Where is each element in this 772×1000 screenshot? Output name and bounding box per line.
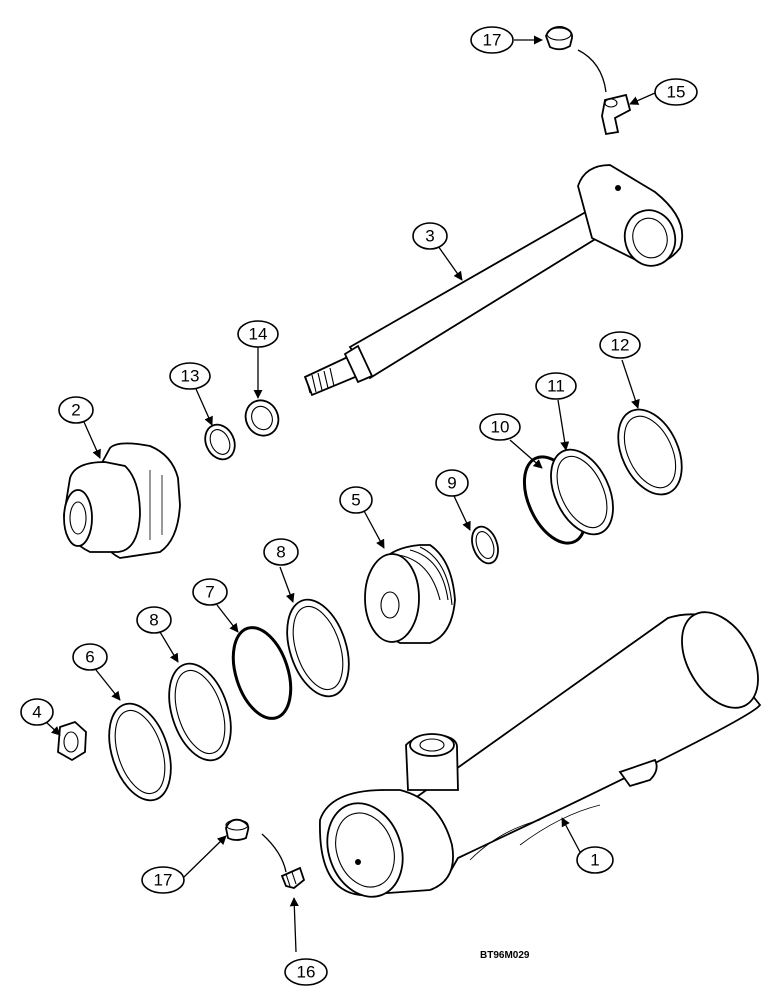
svg-text:15: 15 bbox=[667, 83, 686, 102]
seal-ring-8-upper bbox=[286, 598, 350, 698]
callout-12: 12 bbox=[599, 331, 641, 359]
callout-9: 9 bbox=[435, 469, 469, 497]
callout-15: 15 bbox=[654, 78, 698, 106]
svg-text:7: 7 bbox=[205, 583, 214, 602]
cap-link-bottom bbox=[261, 833, 287, 873]
o-ring-7 bbox=[231, 626, 293, 720]
svg-text:17: 17 bbox=[483, 31, 502, 50]
svg-text:17: 17 bbox=[154, 871, 173, 890]
callout-5: 5 bbox=[339, 486, 373, 514]
callout-8-upper: 8 bbox=[263, 538, 299, 566]
o-ring-9 bbox=[471, 525, 499, 565]
svg-text:12: 12 bbox=[611, 336, 630, 355]
grease-fitting-elbow bbox=[601, 93, 632, 136]
callout-14: 14 bbox=[237, 320, 279, 348]
seal-ring-11 bbox=[550, 448, 614, 536]
svg-text:8: 8 bbox=[276, 543, 285, 562]
figure-code: BT96M029 bbox=[480, 950, 530, 961]
seal-ring-8-lower bbox=[168, 662, 232, 762]
svg-text:4: 4 bbox=[32, 703, 41, 722]
wear-ring-12 bbox=[617, 408, 683, 496]
callout-13: 13 bbox=[169, 362, 211, 390]
svg-text:5: 5 bbox=[351, 491, 360, 510]
seal-ring-13 bbox=[204, 423, 236, 461]
svg-text:16: 16 bbox=[297, 963, 316, 982]
piston-rod bbox=[303, 164, 684, 397]
cap-top bbox=[545, 26, 573, 51]
callout-10: 10 bbox=[479, 413, 521, 441]
svg-text:6: 6 bbox=[85, 648, 94, 667]
callout-17-top: 17 bbox=[470, 26, 514, 54]
piston bbox=[364, 544, 456, 644]
callout-8-lower: 8 bbox=[136, 606, 172, 634]
svg-text:10: 10 bbox=[491, 418, 510, 437]
svg-text:3: 3 bbox=[425, 227, 434, 246]
callout-17-bottom: 17 bbox=[141, 866, 185, 894]
callout-3: 3 bbox=[412, 222, 448, 250]
grease-fitting-straight bbox=[280, 866, 306, 889]
nut bbox=[57, 720, 87, 762]
callout-11: 11 bbox=[535, 372, 577, 400]
svg-text:13: 13 bbox=[181, 367, 200, 386]
callout-6: 6 bbox=[72, 643, 108, 671]
callout-16: 16 bbox=[284, 958, 328, 986]
svg-text:9: 9 bbox=[447, 474, 456, 493]
callout-2: 2 bbox=[58, 396, 94, 424]
callout-1: 1 bbox=[576, 846, 614, 874]
svg-text:8: 8 bbox=[149, 611, 158, 630]
cylinder-barrel bbox=[319, 611, 762, 898]
svg-text:14: 14 bbox=[249, 325, 268, 344]
cap-bottom bbox=[225, 818, 250, 841]
gland bbox=[63, 442, 181, 559]
svg-text:11: 11 bbox=[547, 377, 565, 396]
callout-7: 7 bbox=[192, 578, 228, 606]
backup-ring-6 bbox=[108, 702, 172, 802]
callout-4: 4 bbox=[20, 698, 54, 726]
cap-link-top bbox=[577, 49, 607, 93]
svg-text:2: 2 bbox=[71, 401, 80, 420]
svg-text:1: 1 bbox=[590, 851, 599, 870]
wiper-ring-14 bbox=[244, 399, 280, 437]
leader-lines bbox=[45, 35, 656, 953]
